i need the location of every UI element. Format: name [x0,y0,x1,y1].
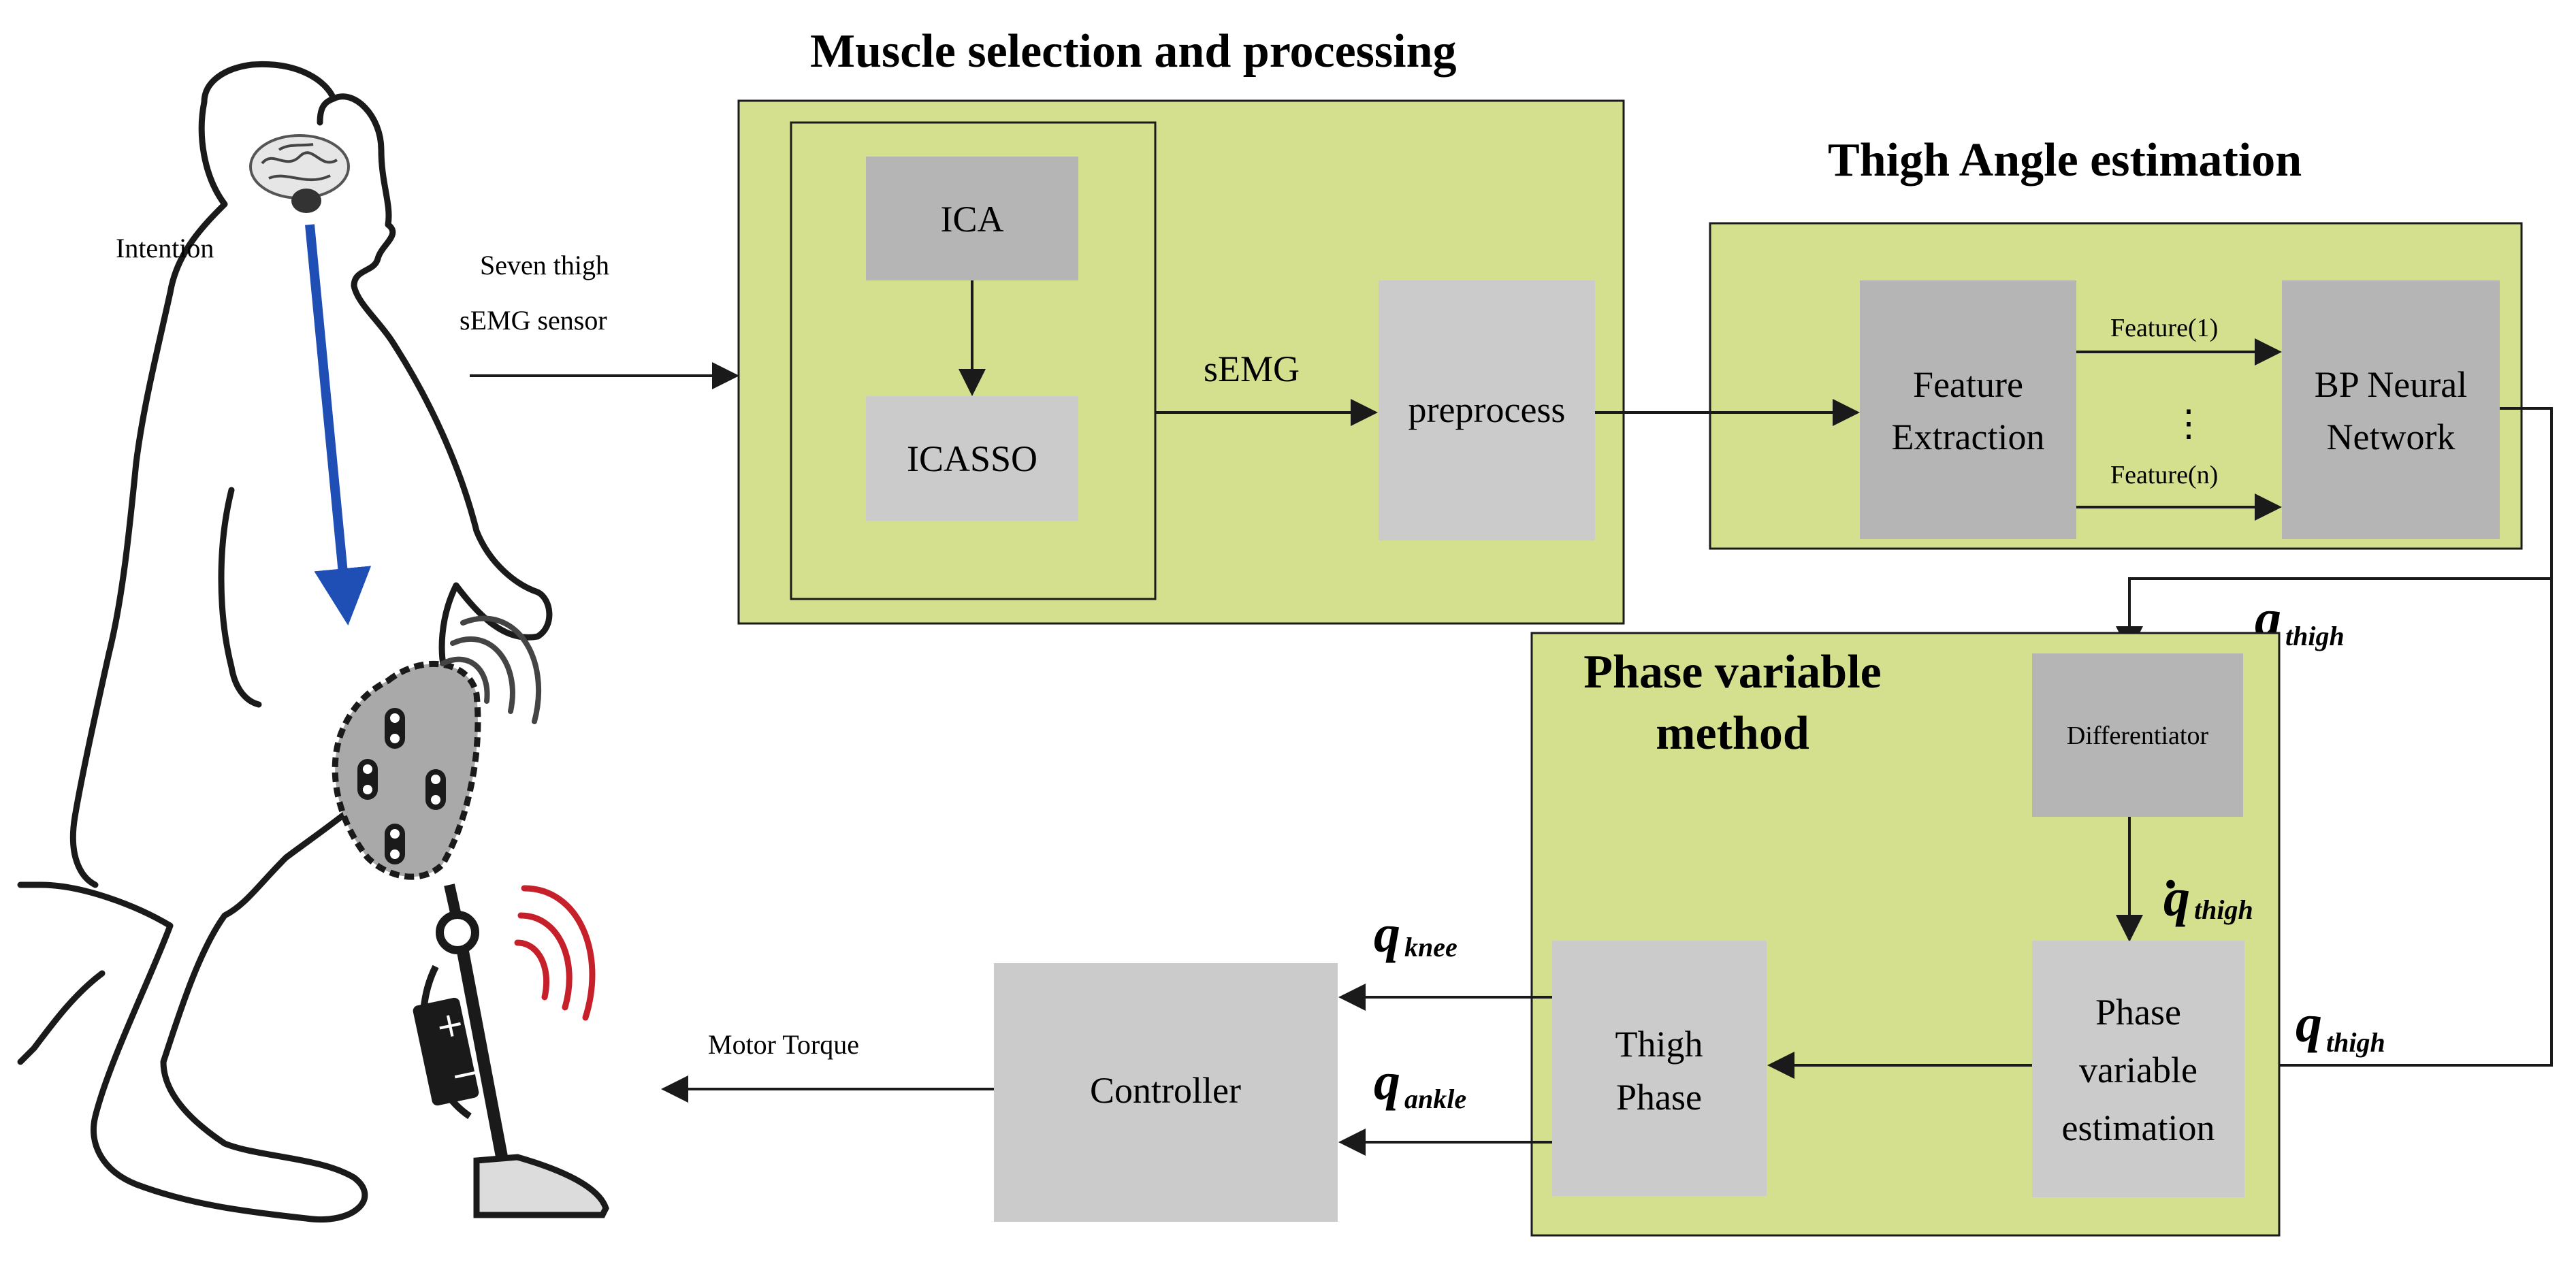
svg-text:q: q [2163,868,2190,927]
muscle-section-title: Muscle selection and processing [810,25,1457,78]
socket-signal-waves [440,615,542,724]
q-ankle-label: q ankle [1374,1052,1466,1114]
svg-text:thigh: thigh [2285,621,2345,651]
preprocess-block [1379,280,1595,540]
sensor-label-line2: sEMG sensor [460,305,607,336]
feature-extraction-block [1860,280,2076,539]
feature-n-label: Feature(n) [2110,461,2218,489]
svg-text:thigh: thigh [2326,1027,2385,1058]
q-thigh-feedback-line [2247,407,2553,1079]
feature-vdots: ⋮ [2170,403,2207,444]
controller-label: Controller [1090,1070,1241,1111]
bp-neural-label-1: BP Neural [2315,364,2467,405]
intention-arrow [305,224,372,626]
walking-person-illustration: + − Intention [17,61,609,1222]
thigh-angle-section-title: Thigh Angle estimation [1828,134,2302,187]
phase-estimation-label-2: variable [2079,1050,2197,1090]
svg-text:ankle: ankle [1404,1084,1466,1114]
sensor-label-line1: Seven thigh [480,250,609,280]
feature-1-label: Feature(1) [2110,314,2218,342]
thigh-phase-block [1552,941,1767,1196]
phase-section-title-1: Phase variable [1583,646,1881,698]
motor-torque-label: Motor Torque [708,1029,859,1060]
svg-text:q: q [1374,1052,1400,1111]
phase-estimation-label-1: Phase [2095,992,2181,1033]
thigh-phase-label-2: Phase [1616,1077,1702,1118]
controller-block [994,963,1338,1222]
brain-icon [249,134,350,213]
icasso-label: ICASSO [907,438,1037,479]
phase-estimation-label-3: estimation [2062,1107,2215,1148]
battery-icon [413,997,479,1106]
svg-text:knee: knee [1404,932,1458,962]
differentiator-block [2032,653,2243,817]
thigh-phase-label-1: Thigh [1615,1024,1703,1065]
q-knee-label: q knee [1374,904,1458,963]
bp-neural-network-block [2282,280,2500,539]
intention-label: Intention [116,233,214,263]
ica-block [866,157,1078,280]
q-thigh-label-right: q thigh [2296,994,2385,1058]
bp-neural-label-2: Network [2327,417,2456,457]
feature-extraction-label-2: Extraction [1892,417,2045,457]
prosthetic-socket [332,660,481,880]
prosthetic-foot [473,1154,609,1218]
actuator-signal-waves [514,885,596,1021]
svg-text:thigh: thigh [2194,894,2253,925]
semg-label: sEMG [1204,349,1300,389]
q-thigh-to-differentiator-line [2116,577,2551,653]
prosthetic-leg: + − [413,884,609,1218]
svg-text:q: q [2296,994,2322,1053]
ica-group-box [790,121,1157,600]
phase-section-title-2: method [1656,707,1809,760]
body-outline [17,61,553,1222]
icasso-block [866,396,1078,521]
svg-text:·: · [2163,854,2177,913]
differentiator-label: Differentiator [2067,722,2209,750]
feature-extraction-label-1: Feature [1913,364,2023,405]
preprocess-label: preprocess [1408,389,1566,430]
svg-text:q: q [1374,904,1400,963]
phase-estimation-block [2032,941,2244,1197]
arm-outline [218,487,262,708]
q-thigh-dot-label: · q thigh [2163,854,2253,927]
ica-label: ICA [941,199,1004,240]
